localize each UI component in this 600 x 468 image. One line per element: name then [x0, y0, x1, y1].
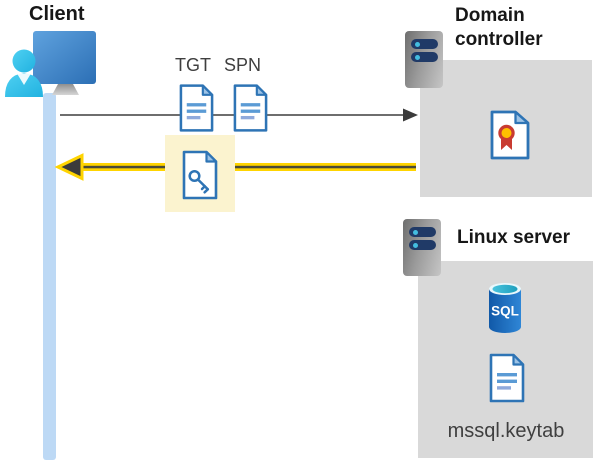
- certificate-icon: [490, 110, 530, 160]
- monitor-icon: [33, 31, 96, 84]
- client-title: Client: [29, 3, 85, 25]
- linux-server-title: Linux server: [457, 227, 570, 248]
- sql-badge-text: SQL: [491, 304, 519, 319]
- keytab-document-icon: [489, 353, 525, 403]
- keytab-filename: mssql.keytab: [447, 420, 565, 442]
- person-collar: [17, 73, 31, 85]
- spn-label: SPN: [224, 55, 262, 75]
- domain-controller-title: Domain controller: [455, 5, 543, 50]
- key-icon: [188, 169, 210, 194]
- tgt-label: TGT: [175, 55, 211, 75]
- monitor-stand: [52, 84, 79, 95]
- client-timeline-bar: [43, 93, 56, 460]
- sql-database-icon: SQL: [489, 283, 521, 333]
- response-arrow: [55, 153, 416, 181]
- request-arrow: [60, 108, 418, 122]
- domain-controller-server-icon: [405, 31, 443, 88]
- linux-server-icon: [403, 219, 441, 276]
- person-head: [12, 49, 36, 73]
- client-user-workstation-icon: [5, 31, 96, 97]
- tgt-document-icon: [179, 84, 214, 132]
- rosette-icon: [498, 124, 515, 142]
- key-document-icon: [182, 150, 218, 200]
- spn-document-icon: [233, 84, 268, 132]
